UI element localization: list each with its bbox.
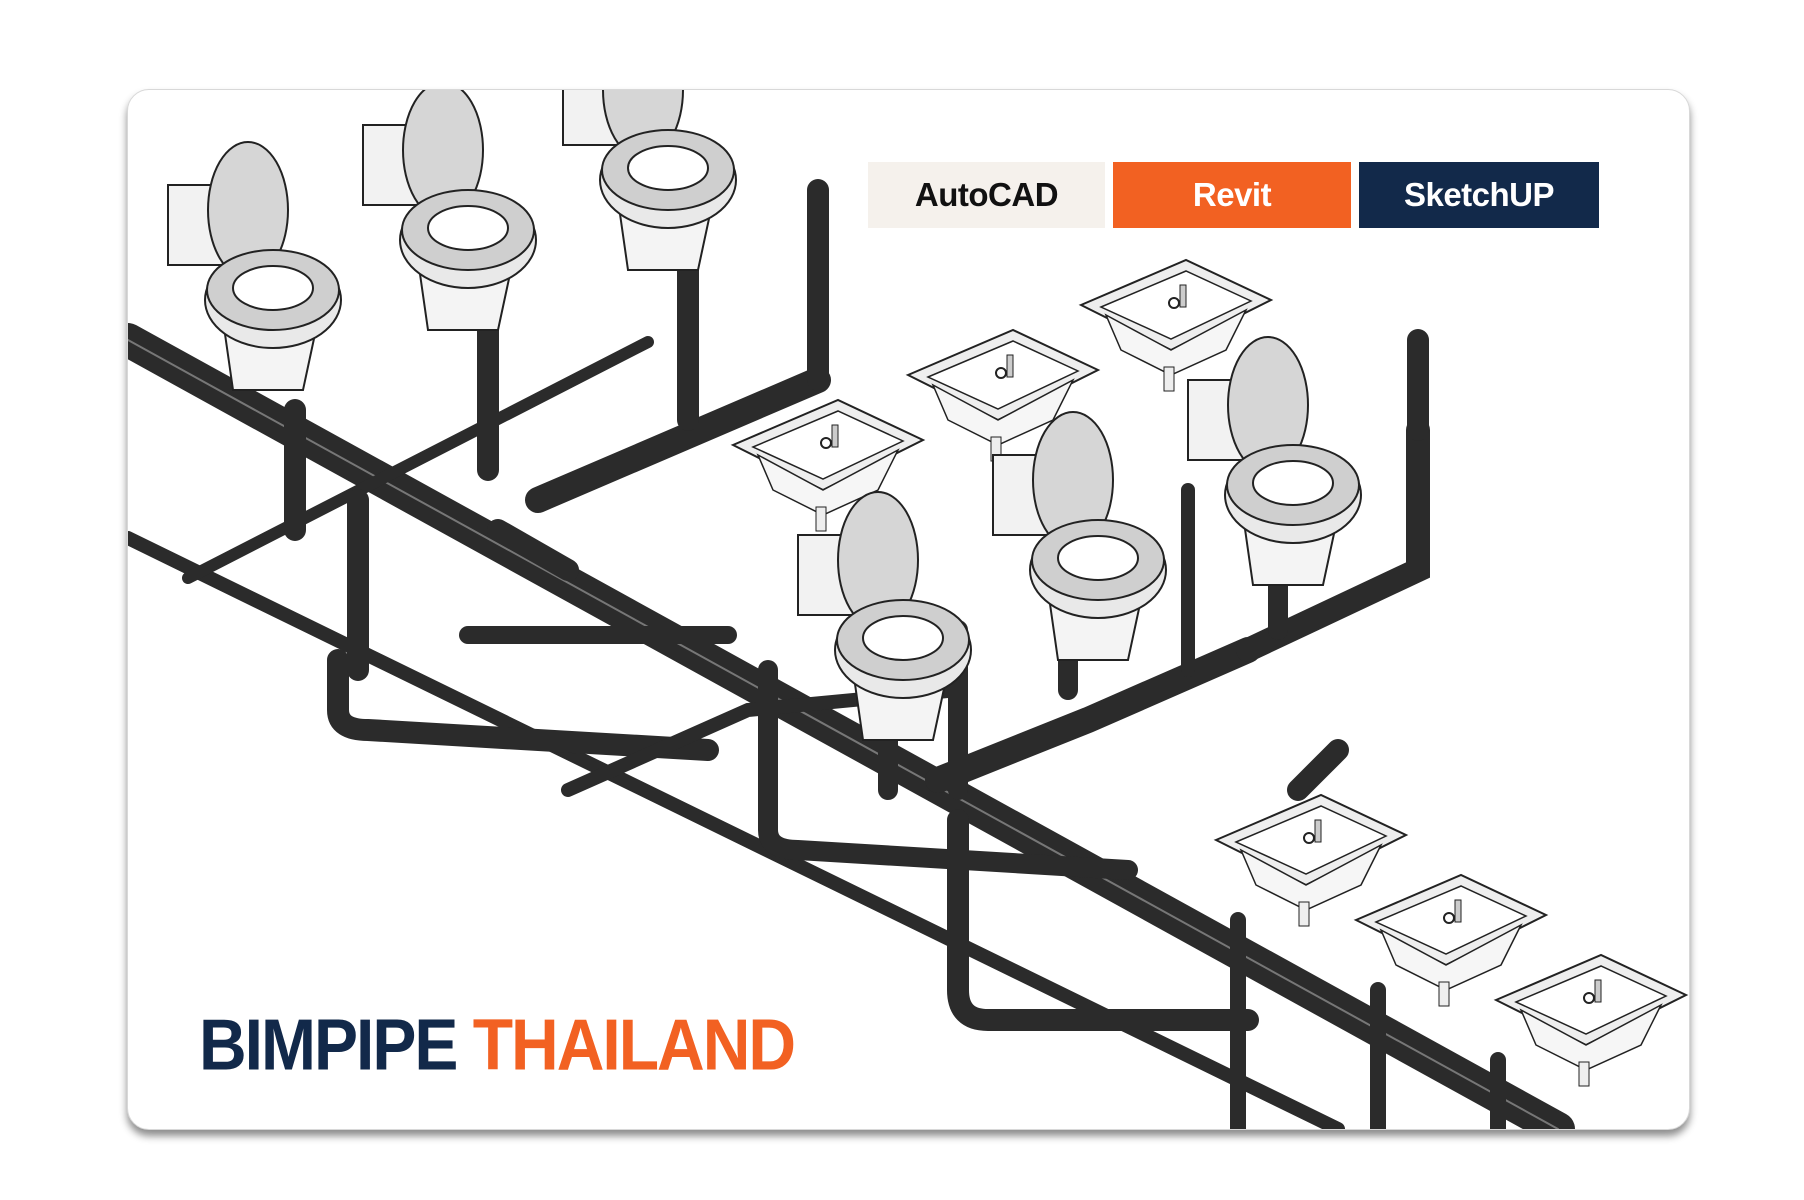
- brand-name-part1: BIMPIPE: [199, 1003, 458, 1085]
- sink: [1215, 794, 1407, 927]
- brand-title: BIMPIPE THAILAND: [199, 1008, 796, 1081]
- toilet: [362, 90, 537, 331]
- brand-name-part2: THAILAND: [472, 1003, 796, 1085]
- revit-badge: Revit: [1113, 162, 1351, 228]
- sketchup-badge: SketchUP: [1359, 162, 1599, 228]
- toilet: [992, 411, 1167, 661]
- toilet: [167, 141, 342, 391]
- autocad-badge: AutoCAD: [868, 162, 1105, 228]
- promo-card: AutoCAD Revit SketchUP BIMPIPE THAILAND: [127, 89, 1690, 1130]
- toilet: [562, 90, 737, 271]
- toilet: [1187, 336, 1362, 586]
- plumbing-illustration: [128, 90, 1687, 1129]
- sink: [1495, 954, 1687, 1087]
